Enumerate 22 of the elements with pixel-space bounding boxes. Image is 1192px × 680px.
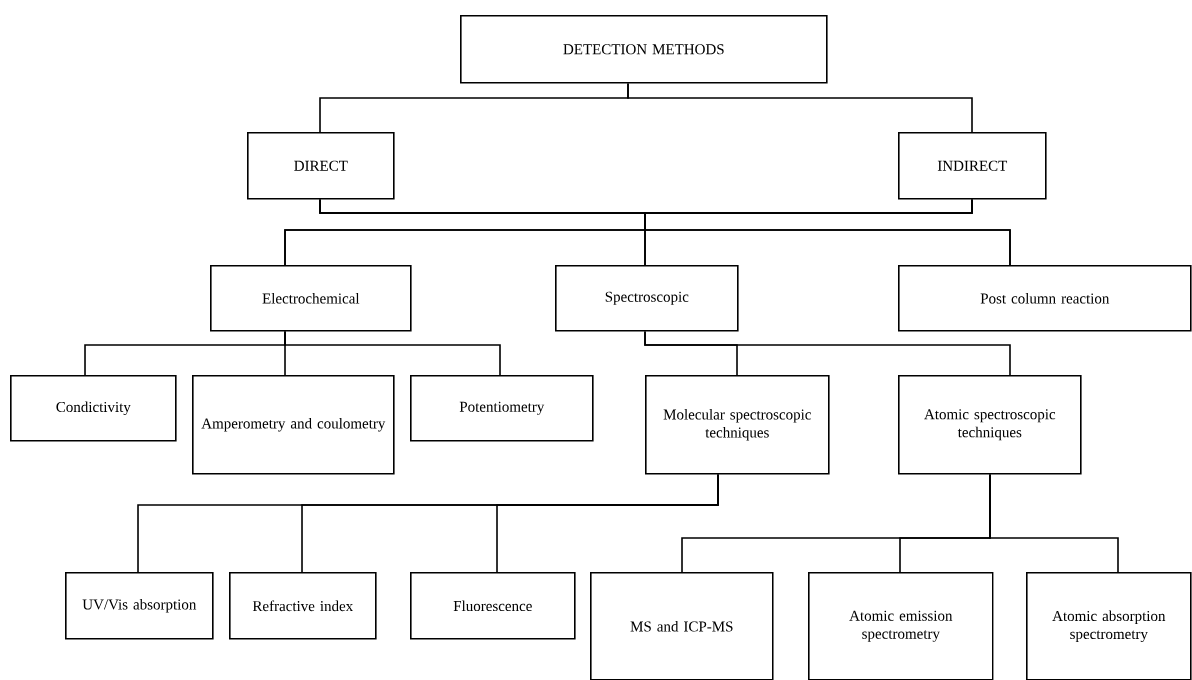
category-box: Atomic emission spectrometry	[808, 572, 994, 680]
category-box: Atomic absorption spectrometry	[1026, 572, 1192, 680]
connector	[989, 473, 1119, 573]
category-box: Potentiometry	[410, 375, 594, 442]
category-box: INDIRECT	[898, 132, 1047, 200]
category-box: Condictivity	[10, 375, 177, 442]
root-box: DETECTION METHODS	[460, 15, 828, 84]
category-box: MS and ICP-MS	[590, 572, 774, 680]
category-box: Spectroscopic	[555, 265, 739, 332]
connector	[644, 330, 1011, 376]
category-box: Post column reaction	[898, 265, 1192, 332]
category-box: Refractive index	[229, 572, 377, 640]
category-box: UV/Vis absorption	[65, 572, 214, 640]
connector	[627, 82, 973, 133]
category-box: Molecular spectroscopic techniques	[645, 375, 830, 475]
category-box: Atomic spectroscopic techniques	[898, 375, 1082, 475]
category-box: Amperometry and coulometry	[192, 375, 395, 475]
connector	[496, 473, 719, 573]
category-box: Electrochemical	[210, 265, 412, 332]
category-box: DIRECT	[247, 132, 395, 200]
category-box: Fluorescence	[410, 572, 576, 640]
connector	[284, 330, 501, 376]
